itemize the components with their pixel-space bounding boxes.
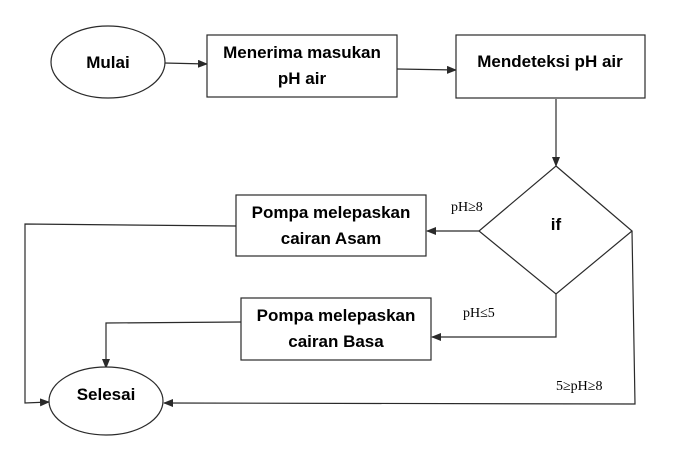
edge-label-acid: pH≥8 [451, 200, 483, 215]
acid-pump-process: Pompa melepaskan cairan Asam [235, 194, 427, 257]
arrow-decision-to-end [163, 230, 636, 408]
start-label: Mulai [86, 53, 129, 72]
start-terminal: Mulai [50, 25, 166, 99]
arrow-acid-pump-to-end [24, 223, 237, 407]
acid-pump-label-line2: cairan Asam [281, 229, 381, 248]
arrow-start-to-input [163, 59, 208, 68]
detect-label: Mendeteksi pH air [477, 52, 623, 71]
base-pump-label-line1: Pompa melepaskan [257, 306, 416, 325]
input-label-line2: pH air [278, 69, 327, 88]
base-pump-label-line2: cairan Basa [288, 332, 384, 351]
decision-diamond: if [478, 165, 633, 295]
end-terminal: Selesai [48, 366, 164, 436]
detect-process: Mendeteksi pH air [455, 34, 646, 99]
decision-label: if [551, 215, 562, 234]
connectors [24, 59, 636, 408]
input-label-line1: Menerima masukan [223, 43, 381, 62]
edge-label-neutral: 5≥pH≥8 [556, 379, 602, 394]
acid-pump-label-line1: Pompa melepaskan [252, 203, 411, 222]
arrow-base-pump-to-end [102, 321, 242, 369]
arrow-input-to-detect [396, 65, 457, 74]
arrow-decision-to-base-pump [431, 294, 557, 341]
end-label: Selesai [77, 385, 136, 404]
input-process: Menerima masukan pH air [206, 34, 398, 98]
base-pump-process: Pompa melepaskan cairan Basa [240, 297, 432, 361]
edge-label-base: pH≤5 [463, 306, 495, 321]
